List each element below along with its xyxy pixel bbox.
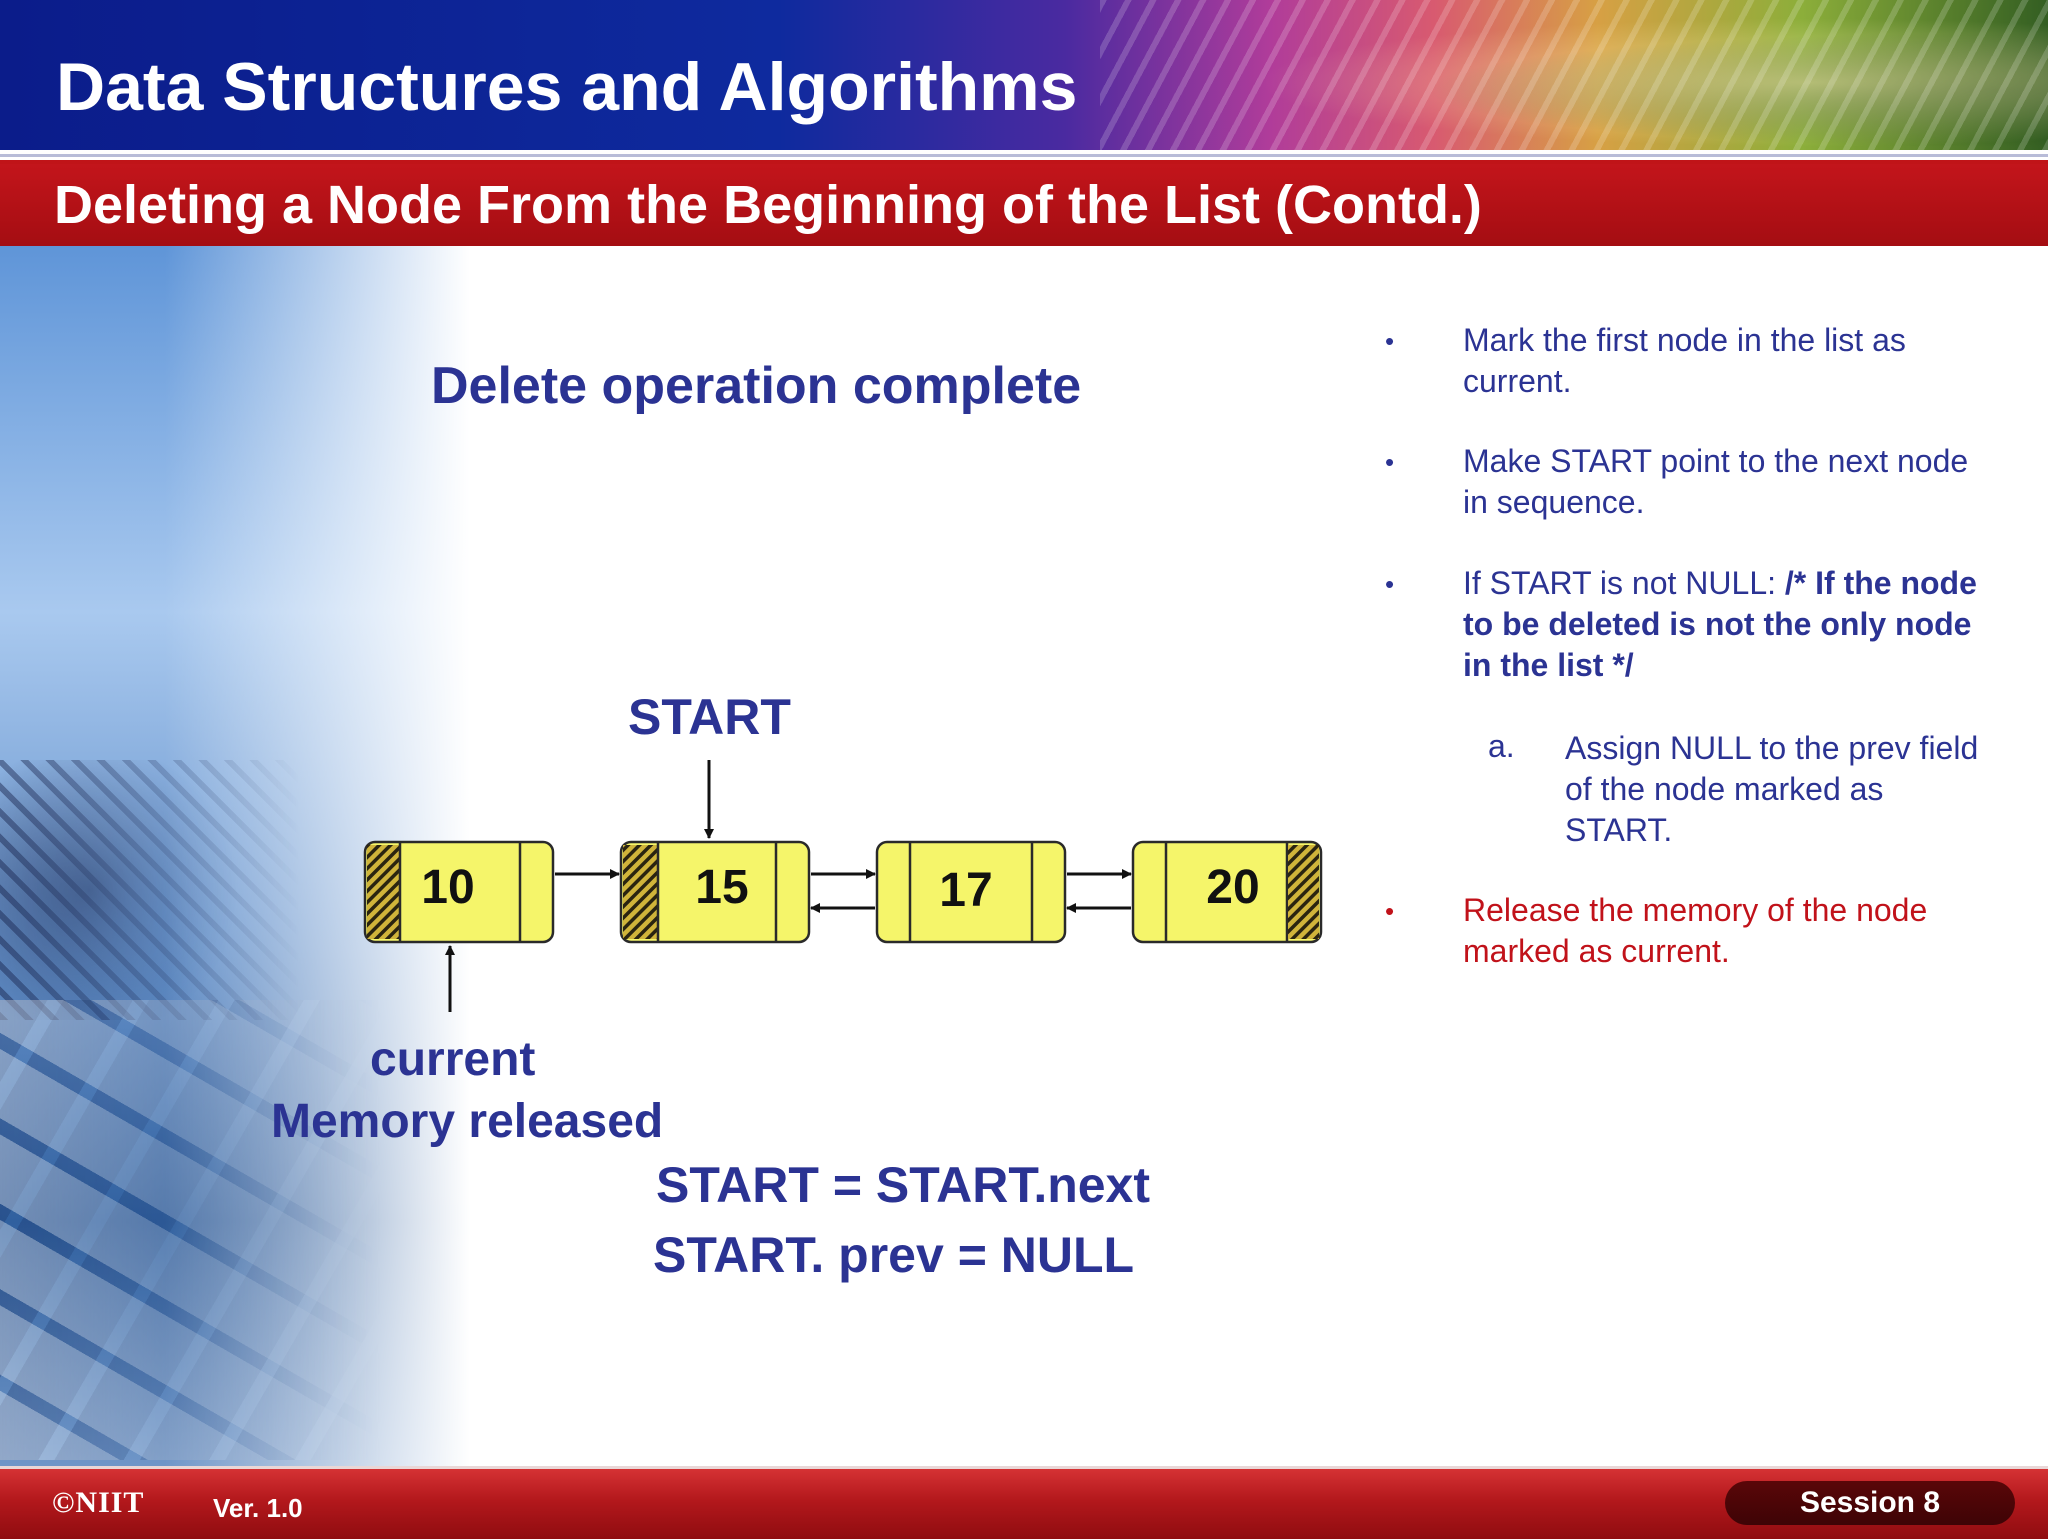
step-1-bullet: •: [1385, 326, 1395, 356]
niit-logo: ©NIIT: [52, 1486, 145, 1519]
list-node-20: 20: [1131, 840, 1323, 944]
current-pointer-label: current: [370, 1033, 536, 1086]
statement-prev-null: START. prev = NULL: [653, 1227, 1135, 1283]
step-3-comment: /* If the node to be deleted is not the …: [1463, 565, 1977, 683]
session-badge: Session 8: [1725, 1481, 2015, 1525]
start-pointer-label: START: [628, 689, 791, 745]
slide-title: Deleting a Node From the Beginning of th…: [54, 175, 1482, 235]
keyboard-image: [0, 1000, 380, 1460]
course-title: Data Structures and Algorithms: [56, 49, 1078, 125]
node-15-value: 15: [695, 861, 748, 914]
operation-status: Delete operation complete: [431, 357, 1082, 415]
list-node-17: 17: [875, 840, 1067, 944]
step-1-text: Mark the first node in the list as curre…: [1463, 322, 1906, 399]
substep-a-text: Assign NULL to the prev field of the nod…: [1565, 730, 1979, 848]
step-3-condition: If START is not NULL:: [1463, 565, 1785, 601]
step-3-text: If START is not NULL: /* If the node to …: [1463, 563, 1983, 686]
substep-a-marker: a.: [1488, 728, 1515, 764]
header-divider: [0, 150, 2048, 164]
list-node-15: 15: [619, 840, 811, 944]
node-15-prev-field: [623, 845, 657, 939]
step-2-text: Make START point to the next node in seq…: [1463, 443, 1969, 520]
circuit-chip-image: [0, 760, 300, 1020]
statement-start-next: START = START.next: [656, 1157, 1151, 1213]
step-3-bullet: •: [1385, 569, 1395, 599]
node-20-value: 20: [1206, 861, 1259, 914]
header-photo-collage: [1100, 0, 2048, 150]
step-4-text-highlighted: Release the memory of the node marked as…: [1463, 892, 1928, 969]
node-20-next-field: [1288, 845, 1319, 939]
footer-band: [0, 1466, 2048, 1539]
step-2-bullet: •: [1385, 447, 1395, 477]
memory-released-label: Memory released: [271, 1095, 664, 1148]
node-17-value: 17: [939, 864, 992, 917]
version-label: Ver. 1.0: [213, 1493, 303, 1523]
subtitle-band: [0, 164, 2048, 246]
step-4-bullet: •: [1385, 896, 1395, 926]
